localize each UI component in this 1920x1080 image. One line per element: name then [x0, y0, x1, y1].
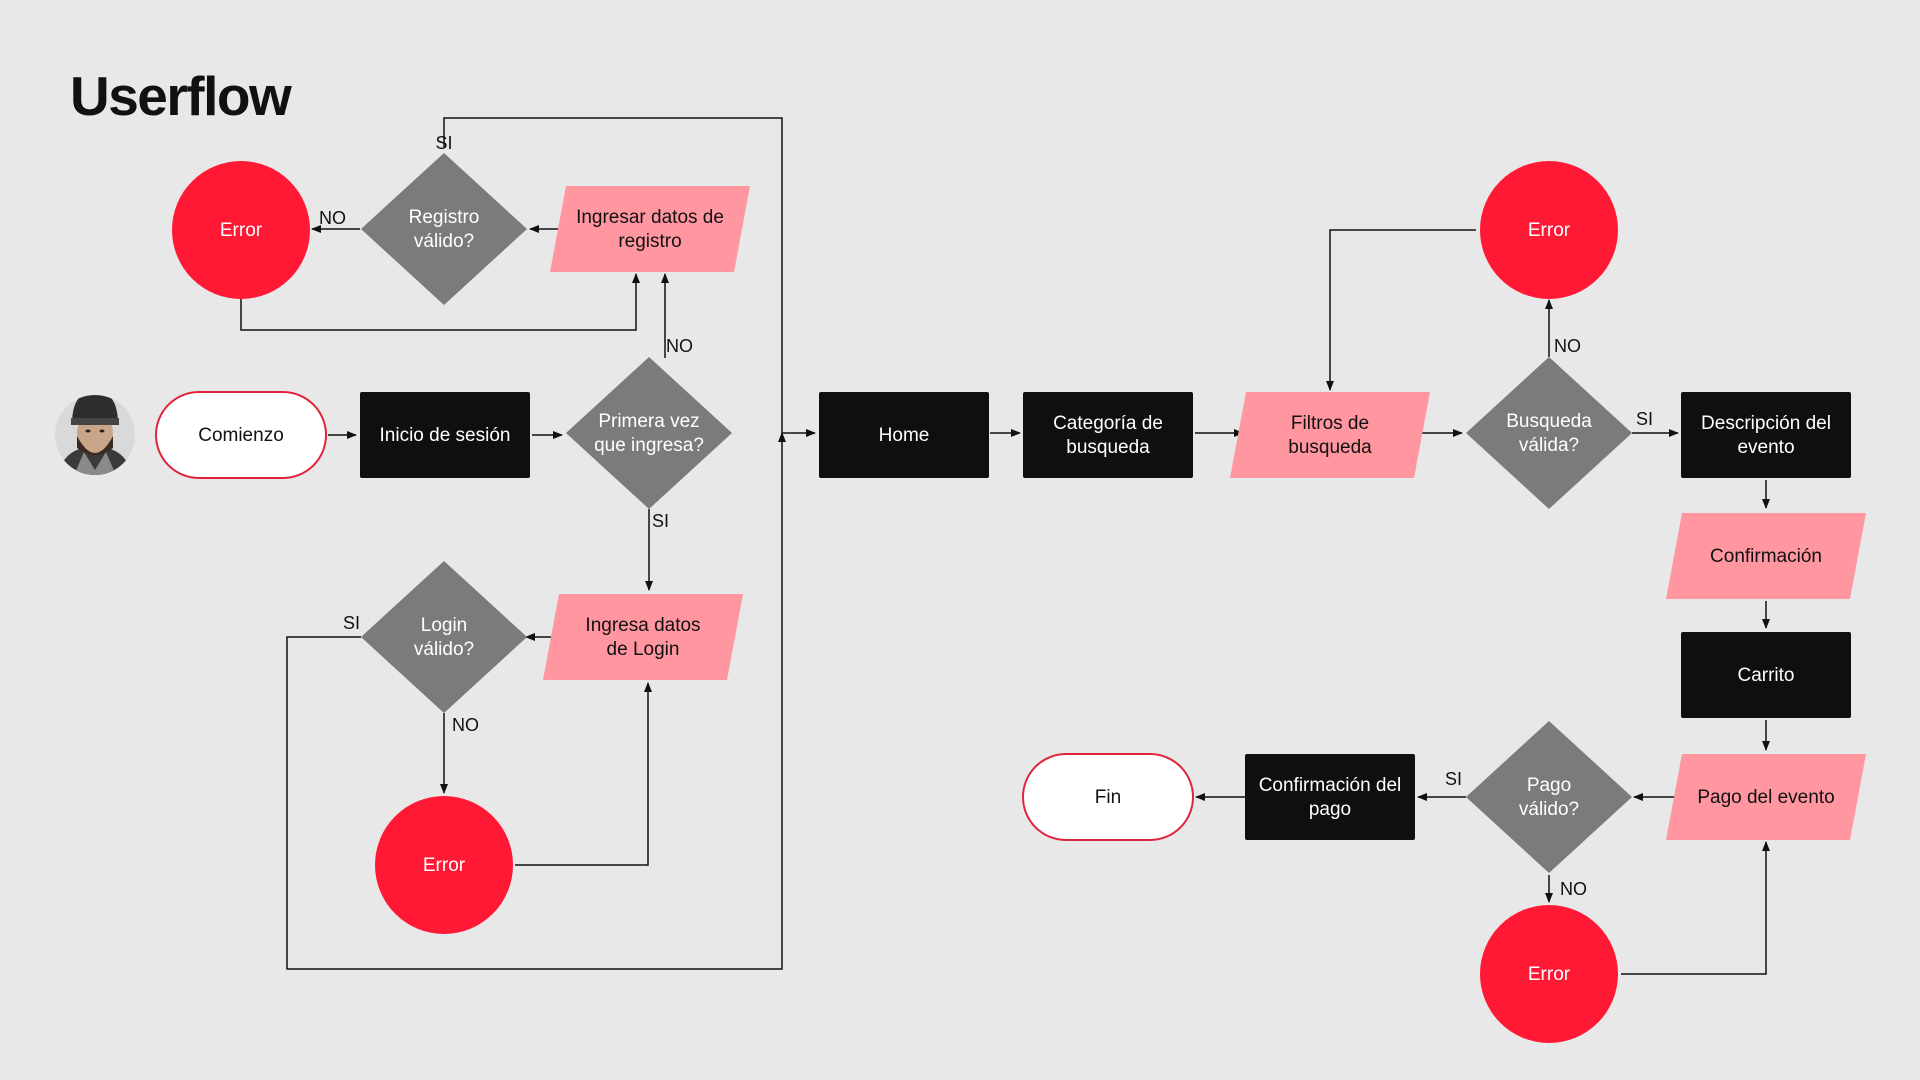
node-end-shape	[1022, 753, 1194, 841]
node-login-valid-shape	[361, 561, 527, 713]
node-start: Comienzo	[155, 391, 327, 479]
node-register-data-shape	[550, 186, 750, 272]
node-login-start: Inicio de sesión	[360, 392, 530, 478]
node-register-error-label: Error	[220, 220, 263, 241]
edges-layer	[240, 117, 1770, 975]
edge-label: SI	[1445, 769, 1462, 789]
node-register-error: Error	[172, 161, 310, 299]
node-confirmation: Confirmación	[1666, 513, 1866, 599]
node-cart-shape	[1681, 632, 1851, 718]
node-register-error-shape	[172, 161, 310, 299]
node-login-start-label: Inicio de sesión	[380, 425, 511, 446]
edge-label: SI	[652, 511, 669, 531]
page-title: Userflow	[70, 65, 292, 127]
node-login-error-label: Error	[423, 855, 466, 876]
edge-label: NO	[452, 715, 479, 735]
node-payment-valid-shape	[1466, 721, 1632, 873]
node-cart-label: Carrito	[1737, 665, 1794, 686]
node-cart: Carrito	[1681, 632, 1851, 718]
edge-login-error-to-login-data	[515, 682, 652, 866]
node-search-error: Error	[1480, 161, 1618, 299]
node-confirmation-shape	[1666, 513, 1866, 599]
node-start-label: Comienzo	[198, 425, 284, 446]
node-home-label: Home	[879, 425, 930, 446]
edge-label: NO	[666, 336, 693, 356]
node-payment-error-shape	[1480, 905, 1618, 1043]
edge-label: SI	[1636, 409, 1653, 429]
node-payment-confirm-shape	[1245, 754, 1415, 840]
edge-search-error-to-filters	[1326, 229, 1476, 391]
edge-labels-layer: NO NO SI SI NO SI NO SI NO SI	[319, 133, 1653, 899]
node-register-valid-shape	[361, 153, 527, 305]
node-first-time-shape	[566, 357, 732, 509]
node-payment: Pago del evento	[1666, 754, 1866, 840]
edge-label: SI	[343, 613, 360, 633]
node-description-shape	[1681, 392, 1851, 478]
edge-label: NO	[1560, 879, 1587, 899]
node-payment-error-label: Error	[1528, 964, 1571, 985]
edge-label: NO	[319, 208, 346, 228]
node-search-valid-shape	[1466, 357, 1632, 509]
node-login-data-shape	[543, 594, 743, 680]
node-login-error: Error	[375, 796, 513, 934]
node-start-shape	[155, 391, 327, 479]
edge-register-valid-to-home	[443, 117, 816, 437]
node-end: Fin	[1022, 753, 1194, 841]
node-home: Home	[819, 392, 989, 478]
node-home-shape	[819, 392, 989, 478]
node-filters-shape	[1230, 392, 1430, 478]
node-payment-error: Error	[1480, 905, 1618, 1043]
node-payment-label: Pago del evento	[1697, 787, 1834, 808]
node-login-error-shape	[375, 796, 513, 934]
edge-label: SI	[435, 133, 452, 153]
edge-label: NO	[1554, 336, 1581, 356]
node-confirmation-label: Confirmación	[1710, 546, 1822, 567]
edge-register-error-to-register-data	[240, 273, 640, 331]
node-category-shape	[1023, 392, 1193, 478]
node-login-start-shape	[360, 392, 530, 478]
node-payment-shape	[1666, 754, 1866, 840]
node-search-error-label: Error	[1528, 220, 1571, 241]
user-avatar	[55, 395, 135, 475]
node-end-label: Fin	[1095, 787, 1121, 808]
edge-payment-error-to-payment	[1621, 841, 1770, 975]
node-search-error-shape	[1480, 161, 1618, 299]
edge-login-valid-to-home	[286, 432, 786, 970]
